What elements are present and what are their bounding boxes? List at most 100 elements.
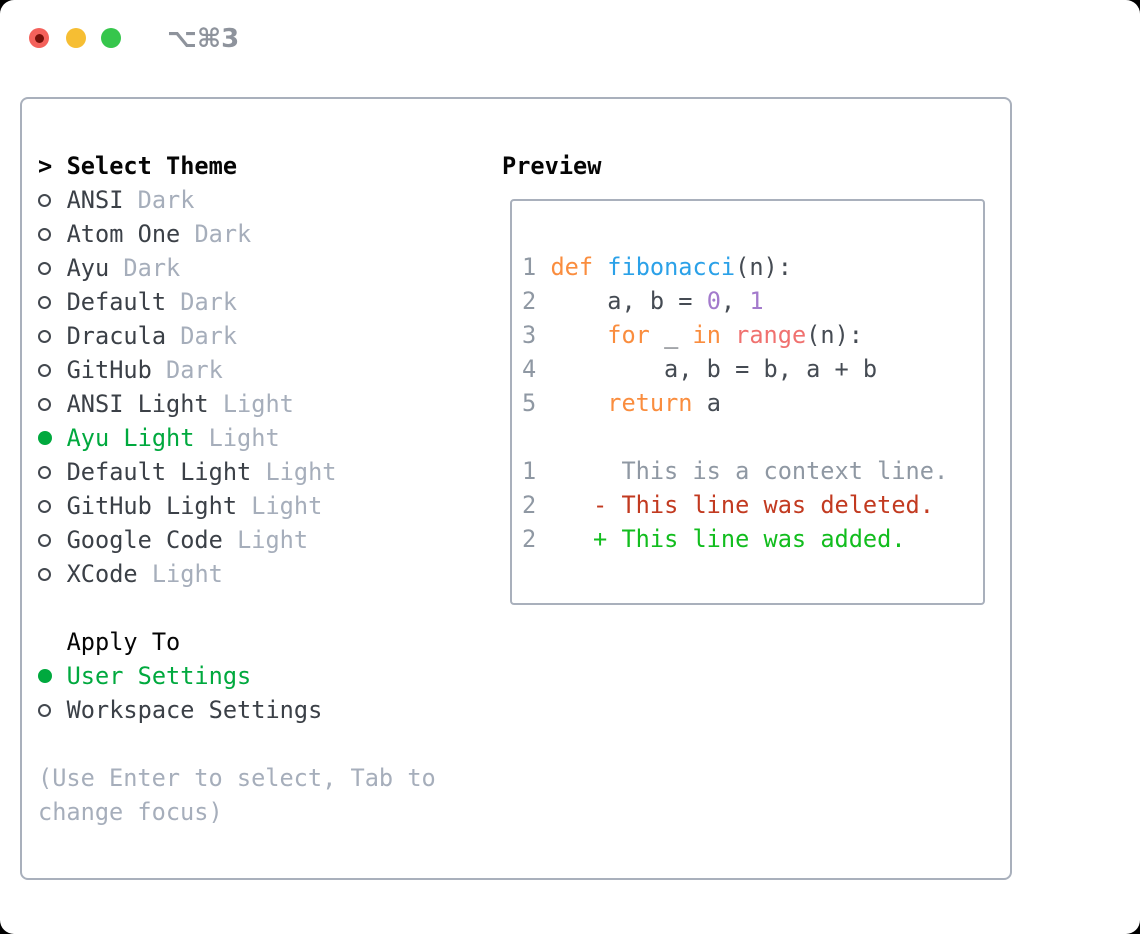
select-theme-title: Select Theme <box>66 152 238 180</box>
token-kw: for <box>607 321 650 349</box>
option-label: GitHub Light Light <box>66 492 323 520</box>
apply-option-user-settings[interactable]: User Settings <box>38 659 490 693</box>
token-p: (n): <box>735 253 792 281</box>
variant-label: Light <box>251 458 337 486</box>
token-kw: in <box>692 321 721 349</box>
token-p <box>536 491 593 519</box>
radio-icon <box>38 193 51 207</box>
marker-cell <box>38 295 67 309</box>
apply-to-title: Apply To <box>66 628 181 656</box>
code-line: 2 a, b = 0, 1 <box>522 284 948 318</box>
code-line: 2 + This line was added. <box>522 522 948 556</box>
token-p: , <box>720 287 750 315</box>
theme-option-xcode[interactable]: XCode Light <box>38 557 490 591</box>
zoom-button[interactable] <box>101 28 121 48</box>
prompt-icon: > <box>38 152 53 180</box>
marker-cell <box>38 465 67 479</box>
theme-option-ayu[interactable]: Ayu Dark <box>38 251 490 285</box>
marker-cell <box>38 567 67 581</box>
theme-option-google-code[interactable]: Google Code Light <box>38 523 490 557</box>
preview-title: Preview <box>502 152 602 180</box>
variant-label: Dark <box>151 356 223 384</box>
radio-selected-icon <box>38 669 52 683</box>
radio-icon <box>38 499 51 513</box>
radio-icon <box>38 329 51 343</box>
apply-option-workspace-settings[interactable]: Workspace Settings <box>38 693 490 727</box>
variant-label: Dark <box>123 186 195 214</box>
token-lit: 1 <box>749 287 764 315</box>
token-del: - This line was deleted. <box>593 491 934 519</box>
line-number: 2 <box>522 287 537 315</box>
token-p: a <box>692 389 721 417</box>
marker-cell <box>38 669 67 683</box>
radio-icon <box>38 567 51 581</box>
theme-option-default-light[interactable]: Default Light Light <box>38 455 490 489</box>
token-p <box>536 389 607 417</box>
theme-option-default[interactable]: Default Dark <box>38 285 490 319</box>
theme-option-ansi-light[interactable]: ANSI Light Light <box>38 387 490 421</box>
line-number: 4 <box>522 355 537 383</box>
radio-icon <box>38 363 51 377</box>
option-label: ANSI Dark <box>66 186 195 214</box>
radio-icon <box>38 397 51 411</box>
marker-cell <box>38 499 67 513</box>
line-number: 2 <box>522 525 537 553</box>
marker-cell <box>38 703 67 717</box>
close-dot-icon <box>34 33 44 43</box>
variant-label: Dark <box>166 288 238 316</box>
radio-selected-icon <box>38 431 52 445</box>
variant-label: Light <box>137 560 223 588</box>
minimize-button[interactable] <box>66 28 86 48</box>
theme-option-github-light[interactable]: GitHub Light Light <box>38 489 490 523</box>
option-label: Ayu Dark <box>66 254 181 282</box>
title-bar: ⌥⌘3 <box>0 0 1140 70</box>
help-hint: (Use Enter to select, Tab to change focu… <box>38 764 436 826</box>
close-button[interactable] <box>29 28 49 48</box>
marker-cell <box>38 261 67 275</box>
theme-option-dracula[interactable]: Dracula Dark <box>38 319 490 353</box>
option-label: ANSI Light Light <box>66 390 294 418</box>
theme-option-ansi[interactable]: ANSI Dark <box>38 183 490 217</box>
theme-option-github[interactable]: GitHub Dark <box>38 353 490 387</box>
select-theme-header: > Select Theme <box>38 149 490 183</box>
spacer <box>38 591 490 625</box>
token-call: range <box>735 321 807 349</box>
blank-line <box>522 420 948 454</box>
token-p <box>593 253 607 281</box>
option-label: Ayu Light Light <box>66 424 280 452</box>
marker-cell <box>38 227 67 241</box>
variant-label: Dark <box>166 322 238 350</box>
token-ctx: This is a context line. <box>536 457 949 485</box>
marker-cell <box>38 431 67 445</box>
radio-icon <box>38 533 51 547</box>
option-label: XCode Light <box>66 560 223 588</box>
option-label: Dracula Dark <box>66 322 238 350</box>
option-label: Default Light Light <box>66 458 337 486</box>
marker-cell <box>38 363 67 377</box>
line-number: 5 <box>522 389 537 417</box>
theme-option-ayu-light[interactable]: Ayu Light Light <box>38 421 490 455</box>
radio-icon <box>38 465 51 479</box>
code-line: 1 This is a context line. <box>522 454 948 488</box>
line-number: 3 <box>522 321 537 349</box>
token-p: a, b = <box>536 287 707 315</box>
option-label: Default Dark <box>66 288 238 316</box>
option-label: User Settings <box>66 662 252 690</box>
marker-cell <box>38 533 67 547</box>
token-p <box>536 253 550 281</box>
line-number: 1 <box>522 457 537 485</box>
token-fn: fibonacci <box>607 253 736 281</box>
line-number: 1 <box>522 253 537 281</box>
code-line: 1 def fibonacci(n): <box>522 250 948 284</box>
variant-label: Dark <box>109 254 181 282</box>
token-p: _ <box>649 321 693 349</box>
radio-icon <box>38 703 51 717</box>
option-label: Workspace Settings <box>66 696 323 724</box>
token-lit: 0 <box>706 287 721 315</box>
theme-option-atom-one[interactable]: Atom One Dark <box>38 217 490 251</box>
